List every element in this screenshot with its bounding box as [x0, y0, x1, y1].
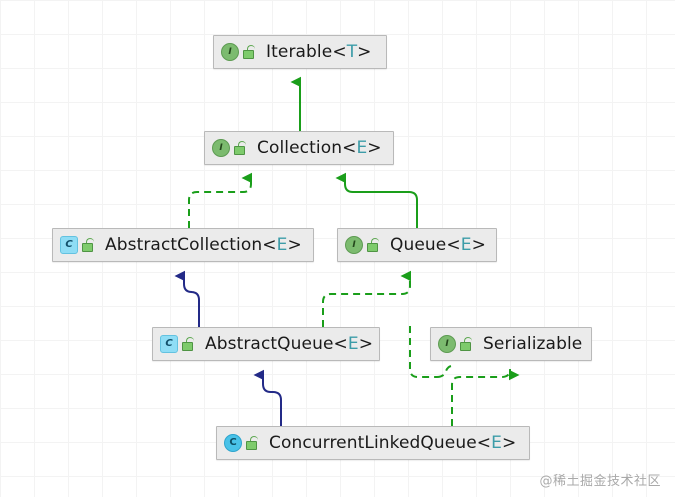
node-icon-group: I [345, 236, 380, 254]
watermark: @稀土掘金技术社区 [539, 474, 661, 489]
lock-open-icon [367, 238, 380, 252]
node-icon-group: I [221, 43, 256, 61]
class-icon: C [224, 434, 242, 452]
uml-node-abstract-collection[interactable]: C AbstractCollection<E> [52, 228, 314, 262]
edge-queue-to-collection [335, 172, 418, 228]
uml-node-label: Collection<E> [257, 138, 382, 158]
uml-node-queue[interactable]: I Queue<E> [337, 228, 497, 262]
uml-node-collection[interactable]: I Collection<E> [204, 131, 394, 165]
edge-hop-arc [436, 365, 453, 378]
lock-open-icon [243, 45, 256, 59]
lock-open-icon [234, 141, 247, 155]
interface-icon: I [212, 139, 230, 157]
node-icon-group: C [60, 236, 95, 254]
uml-node-label: Serializable [483, 334, 583, 354]
uml-node-concurrent-linked-queue[interactable]: C ConcurrentLinkedQueue<E> [216, 426, 530, 460]
uml-node-label: Iterable<T> [266, 42, 372, 62]
edge-concurrentlinkedqueue-to-serializable [451, 368, 520, 426]
node-icon-group: I [438, 335, 473, 353]
node-icon-group: C [224, 434, 259, 452]
uml-node-label: AbstractQueue<E> [205, 334, 374, 354]
node-icon-group: I [212, 139, 247, 157]
edge-abstractcollection-to-collection [188, 172, 252, 228]
uml-node-label: Queue<E> [390, 235, 486, 255]
abstract-class-icon: C [60, 236, 78, 254]
lock-open-icon [82, 238, 95, 252]
edge-abstractqueue-to-abstractcollection [174, 270, 200, 327]
abstract-class-icon: C [160, 335, 178, 353]
edge-abstractqueue-to-queue [322, 270, 411, 327]
uml-node-label: ConcurrentLinkedQueue<E> [269, 433, 517, 453]
node-icon-group: C [160, 335, 195, 353]
lock-open-icon [460, 337, 473, 351]
edge-concurrentlinkedqueue-to-abstractqueue [253, 369, 282, 426]
lock-open-icon [246, 436, 259, 450]
interface-icon: I [221, 43, 239, 61]
interface-icon: I [345, 236, 363, 254]
lock-open-icon [182, 337, 195, 351]
uml-node-serializable[interactable]: I Serializable [430, 327, 592, 361]
uml-node-abstract-queue[interactable]: C AbstractQueue<E> [152, 327, 380, 361]
uml-node-label: AbstractCollection<E> [105, 235, 302, 255]
interface-icon: I [438, 335, 456, 353]
uml-node-iterable[interactable]: I Iterable<T> [213, 35, 387, 69]
